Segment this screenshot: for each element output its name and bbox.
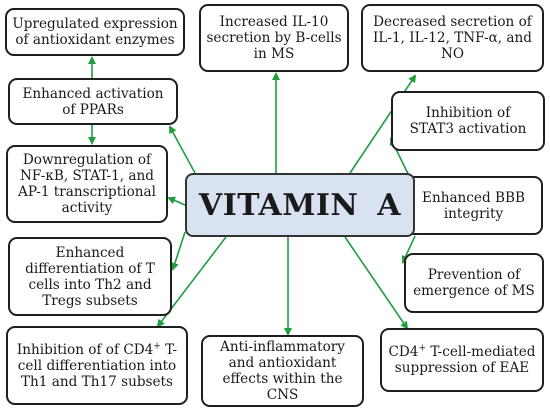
box-line: of PPARs [62,101,124,118]
box-line: Th1 and Th17 subsets [20,373,173,390]
eae-suppression-box: CD4+ T-cell-mediated suppression of EAE [380,328,544,392]
box-line: IL-1, IL-12, TNF-α, and [373,30,532,46]
box-line: Downregulation of [22,152,152,168]
upregulated-antioxidant-box: Upregulated expression of antioxidant en… [5,8,185,56]
box-line: secretion by B-cells [206,30,342,46]
box-line: NF-κB, STAT-1, and [20,168,154,184]
box-line: cells into Th2 and [28,276,152,293]
arrow-to-eae [344,236,409,330]
box-line: Inhibition of of CD4+ T- [16,340,178,358]
text-part: T-cell-mediated [426,344,536,360]
box-line: Enhanced activation [22,85,164,102]
box-line: emergence of MS [413,283,535,299]
downregulation-box: Downregulation of NF-κB, STAT-1, and AP-… [6,145,168,223]
box-line: and antioxidant [228,355,337,371]
arrow-to-th2 [171,231,186,271]
text-part: T- [160,341,178,358]
prevention-ms-box: Prevention of emergence of MS [404,253,544,313]
box-line: NO [440,46,465,62]
box-line: Prevention of [427,267,521,283]
arrow-to-ppar [169,125,196,174]
box-line: effects within the CNS [222,371,343,403]
box-line: Enhanced [55,244,125,261]
cd4-inhibition-box: Inhibition of of CD4+ T- cell differenti… [6,326,188,405]
box-line: of antioxidant enzymes [15,32,175,48]
box-line: Decreased secretion of [373,14,532,30]
box-line: Increased IL-10 [219,14,329,30]
bbb-integrity-box: Enhanced BBB integrity [404,176,543,235]
anti-inflammatory-box: Anti-inflammatory and antioxidant effect… [201,335,364,407]
superscript: + [153,340,161,351]
box-line: Inhibition of [425,105,511,121]
il10-secretion-box: Increased IL-10 secretion by B-cells in … [199,4,349,72]
superscript: + [418,343,426,354]
box-line: activity [61,200,113,216]
arrow-to-downreg [167,196,186,206]
box-line: CD4+ T-cell-mediated [389,344,536,360]
decreased-secretion-box: Decreased secretion of IL-1, IL-12, TNF-… [361,4,544,72]
box-line: differentiation of T [25,260,155,277]
box-line: in MS [253,46,295,62]
box-line: Tregs subsets [42,292,138,309]
th2-differentiation-box: Enhanced differentiation of T cells into… [8,237,172,316]
box-line: cell differentiation into [17,357,177,374]
box-line: Upregulated expression [12,16,178,32]
vitamin-a-center-box: VITAMIN A [185,173,415,237]
box-line: integrity [443,205,504,222]
box-line: suppression of EAE [394,360,530,376]
text-part: Inhibition of of CD4 [16,341,154,358]
box-line: Enhanced BBB [422,189,525,206]
stat3-inhibition-box: Inhibition of STAT3 activation [391,91,545,151]
ppar-activation-box: Enhanced activation of PPARs [8,78,178,125]
box-line: AP-1 transcriptional [18,184,156,200]
box-line: Anti-inflammatory [220,339,345,355]
center-label: VITAMIN A [198,187,402,223]
box-line: STAT3 activation [409,121,527,137]
text-part: CD4 [388,344,419,360]
